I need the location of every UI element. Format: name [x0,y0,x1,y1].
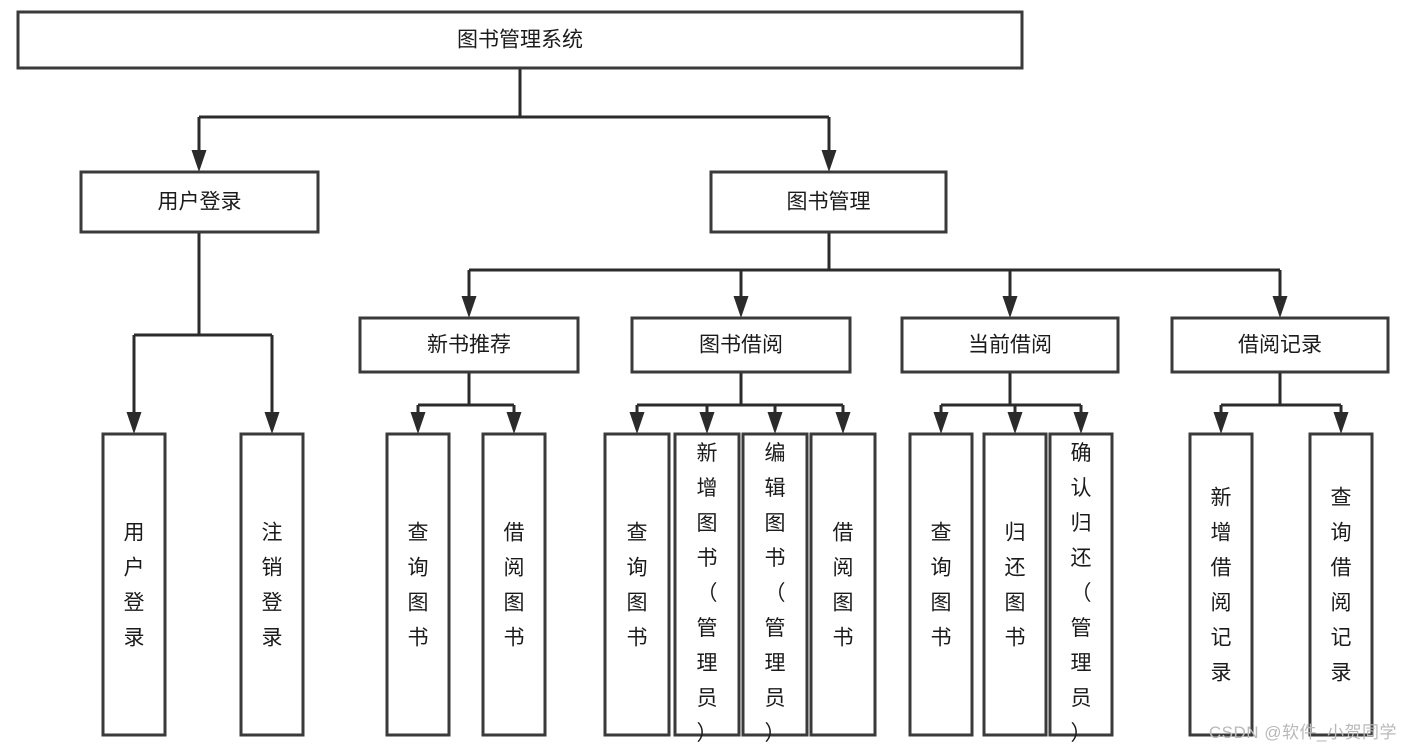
node-box[interactable] [908,432,974,737]
node-label: 当前借阅 [968,334,1052,357]
node-box[interactable] [900,316,1120,374]
connector-edges-layer [126,68,1349,434]
node-leaf-query-book-2[interactable]: 查询图书 [603,432,671,737]
arrowhead-icon [1073,412,1089,434]
node-label: 编辑图书（管理员） [765,442,786,745]
node-label: 确认归还（管理员） [1071,442,1092,745]
node-box[interactable] [16,10,1024,70]
node-box[interactable] [239,432,305,737]
node-label: 查询图书 [408,522,429,650]
node-leaf-user-login[interactable]: 用户登录 [101,432,167,737]
node-box[interactable] [809,432,877,737]
arrowhead-icon [835,412,851,434]
arrowhead-icon [821,150,837,172]
node-leaf-borrow-book-1[interactable]: 借阅图书 [481,432,547,737]
arrowhead-icon [461,296,477,318]
node-current-borrow[interactable]: 当前借阅 [900,316,1120,374]
connector-recommend-to-leaves [410,372,522,434]
node-leaf-user-logout[interactable]: 注销登录 [239,432,305,737]
node-label: 图书管理系统 [457,29,583,52]
node-new-book-recommend[interactable]: 新书推荐 [358,316,580,374]
node-box[interactable] [101,432,167,737]
node-box[interactable] [1308,432,1374,737]
node-boxes-layer: 图书管理系统用户登录图书管理新书推荐图书借阅当前借阅借阅记录用户登录注销登录查询… [16,10,1390,745]
node-book-manage[interactable]: 图书管理 [709,170,948,234]
node-label: 借阅记录 [1238,334,1322,357]
node-label: 借阅图书 [504,522,525,650]
node-label: 新书推荐 [427,334,511,357]
node-box[interactable] [385,432,451,737]
connector-current-to-leaves [933,372,1089,434]
node-box[interactable] [709,170,948,234]
node-label: 新增图书（管理员） [697,442,718,745]
connector-bookmanage-to-level3 [461,232,1288,318]
arrowhead-icon [264,412,280,434]
node-label: 注销登录 [262,522,283,650]
node-leaf-borrow-book-2[interactable]: 借阅图书 [809,432,877,737]
arrowhead-icon [629,412,645,434]
arrowhead-icon [1007,412,1023,434]
node-box[interactable] [673,432,741,737]
node-leaf-add-book[interactable]: 新增图书（管理员） [673,432,741,745]
arrowhead-icon [767,412,783,434]
connector-record-to-leaves [1213,372,1349,434]
connector-userlogin-to-leaves [126,232,280,434]
arrowhead-icon [126,412,142,434]
node-label: 查询借阅记录 [1331,487,1352,685]
connector-root-to-level2 [191,68,837,172]
node-book-borrow[interactable]: 图书借阅 [630,316,852,374]
arrowhead-icon [506,412,522,434]
node-label: 用户登录 [124,522,145,650]
node-leaf-return-book[interactable]: 归还图书 [982,432,1048,737]
arrowhead-icon [1333,412,1349,434]
arrowhead-icon [733,296,749,318]
node-box[interactable] [358,316,580,374]
node-box[interactable] [1170,316,1390,374]
arrowhead-icon [410,412,426,434]
arrowhead-icon [1213,412,1229,434]
node-label: 图书借阅 [699,334,783,357]
arrowhead-icon [1002,296,1018,318]
arrowhead-icon [699,412,715,434]
node-label: 用户登录 [158,191,242,214]
node-leaf-query-book-1[interactable]: 查询图书 [385,432,451,737]
node-leaf-edit-book[interactable]: 编辑图书（管理员） [741,432,809,745]
node-root[interactable]: 图书管理系统 [16,10,1024,70]
node-box[interactable] [481,432,547,737]
connector-borrow-to-leaves [629,372,851,434]
arrowhead-icon [191,150,207,172]
node-label: 查询图书 [627,522,648,650]
node-label: 借阅图书 [833,522,854,650]
node-label: 查询图书 [931,522,952,650]
csdn-watermark: CSDN @软件_小贺同学 [1208,723,1397,742]
node-label: 图书管理 [787,191,871,214]
node-leaf-query-record[interactable]: 查询借阅记录 [1308,432,1374,737]
node-leaf-query-book-3[interactable]: 查询图书 [908,432,974,737]
arrowhead-icon [933,412,949,434]
node-leaf-confirm-return[interactable]: 确认归还（管理员） [1048,432,1114,745]
node-box[interactable] [79,170,320,234]
node-box[interactable] [1048,432,1114,737]
node-box[interactable] [1188,432,1254,737]
node-box[interactable] [603,432,671,737]
node-box[interactable] [982,432,1048,737]
node-borrow-record[interactable]: 借阅记录 [1170,316,1390,374]
node-leaf-add-record[interactable]: 新增借阅记录 [1188,432,1254,737]
node-label: 新增借阅记录 [1211,487,1232,685]
node-user-login[interactable]: 用户登录 [79,170,320,234]
node-box[interactable] [630,316,852,374]
node-label: 归还图书 [1005,522,1026,650]
arrowhead-icon [1272,296,1288,318]
node-box[interactable] [741,432,809,737]
